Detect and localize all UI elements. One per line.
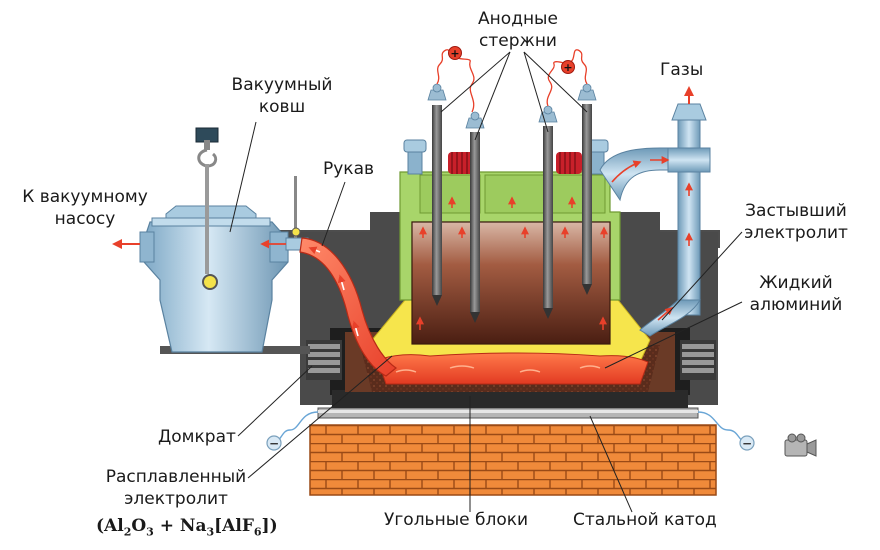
label-liquid-aluminium: Жидкий алюминий — [740, 272, 852, 316]
anode-rod — [427, 83, 447, 306]
leader-lines — [229, 51, 743, 513]
label-line: ковш — [258, 97, 306, 117]
plus-terminal-left: + — [436, 46, 475, 113]
label-gases: Газы — [660, 60, 704, 80]
liquid-aluminium — [377, 352, 649, 385]
label-steel-cathode: Стальной катод — [573, 510, 717, 530]
formula-subscript: 3 — [146, 525, 154, 539]
sleeve — [299, 237, 398, 377]
label-line: Вакуумный — [231, 75, 333, 95]
label-carbon-blocks: Угольные блоки — [384, 510, 529, 530]
formula-part: [AlF — [214, 516, 254, 536]
formula-part: + Na — [153, 516, 207, 536]
cathode-wire-right — [697, 411, 745, 442]
formula-part: ( — [96, 516, 105, 536]
anode-rod — [538, 105, 558, 319]
current-coils — [448, 152, 582, 174]
label-line: насосу — [54, 209, 116, 229]
label-vacuum-ladle: Вакуумный ковш — [222, 74, 342, 118]
gas-exhaust-pipe — [599, 86, 711, 337]
minus-terminal-right: − — [739, 435, 755, 451]
anode-rods — [427, 83, 597, 323]
plus-sign: + — [450, 47, 459, 60]
steel-cathode — [317, 407, 699, 419]
formula-subscript: 6 — [253, 525, 262, 539]
minus-sign: − — [269, 437, 279, 451]
plus-sign: + — [563, 61, 572, 74]
label-line: Анодные — [478, 9, 558, 29]
label-line: алюминий — [749, 295, 843, 315]
label-molten-electrolyte: Расплавленный электролит — [96, 466, 256, 510]
vacuum-ladle — [139, 127, 310, 354]
label-line: стержни — [479, 31, 557, 51]
plus-terminal-right: + — [546, 49, 588, 107]
label-line: Расплавленный — [105, 467, 247, 487]
formula-part: ]) — [261, 516, 278, 536]
label-frozen-electrolyte: Застывший электролит — [734, 200, 858, 244]
label-line: электролит — [124, 489, 228, 509]
label-line: Жидкий — [759, 273, 833, 293]
label-line: электролит — [744, 223, 848, 243]
anode-rod — [577, 83, 597, 295]
video-camera-icon[interactable] — [784, 433, 817, 457]
jack-left — [306, 340, 342, 380]
brick-foundation — [309, 424, 717, 496]
label-anode-rods: Анодные стержни — [466, 8, 570, 52]
jack-right — [680, 340, 716, 380]
anode-chamber — [411, 221, 611, 345]
formula-subscript: 2 — [123, 525, 132, 539]
label-sleeve: Рукав — [323, 159, 375, 179]
gas-flow-arrows — [416, 196, 608, 330]
minus-sign: − — [742, 437, 752, 451]
anode-rod — [465, 111, 485, 323]
label-to-vacuum-pump: К вакуумному насосу — [22, 186, 148, 230]
formula-subscript: 3 — [206, 525, 215, 539]
cathode-wire-left — [275, 411, 319, 442]
minus-terminal-left: − — [266, 435, 282, 451]
label-line: К вакуумному — [22, 187, 148, 207]
formula-part: O — [131, 516, 147, 536]
formula-part: Al — [104, 516, 124, 536]
label-jack: Домкрат — [158, 427, 236, 447]
electrolyte-formula: (Al2O3 + Na3[AlF6]) — [96, 516, 278, 538]
label-line: Застывший — [745, 201, 847, 221]
